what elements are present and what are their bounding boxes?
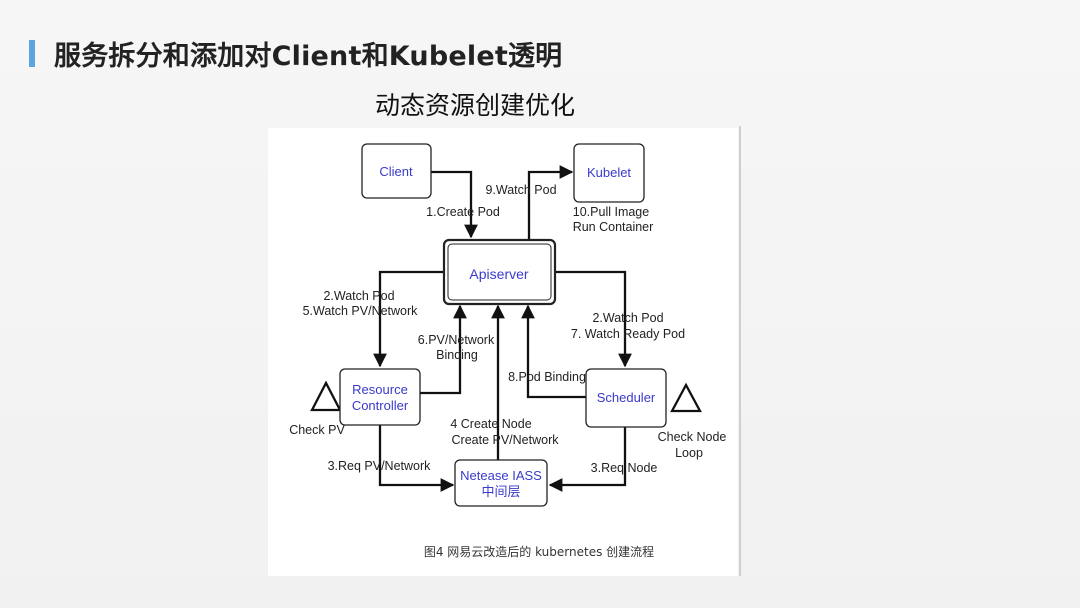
edge-apiserver-rc bbox=[373, 270, 446, 368]
edge-scheduler-iass bbox=[548, 427, 627, 492]
resource-controller-node bbox=[339, 368, 421, 426]
scheduler-label: Scheduler bbox=[597, 390, 656, 405]
label-create-node-2: Create PV/Network bbox=[452, 433, 560, 447]
edge-scheduler-apiserver bbox=[521, 304, 586, 399]
client-node bbox=[361, 143, 432, 199]
client-label: Client bbox=[379, 164, 413, 179]
label-pv-binding-2: Binding bbox=[436, 348, 478, 362]
edge-rc-iass bbox=[378, 425, 455, 492]
label-pull-image-2: Run Container bbox=[573, 220, 654, 234]
title-accent-bar bbox=[29, 40, 35, 67]
label-pull-image-1: 10.Pull Image bbox=[573, 205, 649, 219]
check-node-loop bbox=[670, 382, 702, 413]
netease-iass-node bbox=[454, 459, 548, 507]
figure-caption: 图4 网易云改造后的 kubernetes 创建流程 bbox=[424, 544, 654, 559]
label-watch-pod-kubelet: 9.Watch Pod bbox=[485, 183, 556, 197]
label-check-node-1: Check Node bbox=[658, 430, 727, 444]
resource-controller-label-1: Resource bbox=[352, 382, 408, 397]
scheduler-node bbox=[585, 368, 667, 428]
label-watch-pod-rc-1: 2.Watch Pod bbox=[323, 289, 394, 303]
netease-iass-label-1: Netease IASS bbox=[460, 468, 542, 483]
label-check-pv: Check PV bbox=[289, 423, 345, 437]
label-create-pod: 1.Create Pod bbox=[426, 205, 500, 219]
label-pod-binding: 8.Pod Binding bbox=[508, 370, 586, 384]
apiserver-label: Apiserver bbox=[469, 266, 528, 282]
netease-iass-label-2: 中间层 bbox=[481, 484, 520, 499]
edge-apiserver-kubelet bbox=[527, 165, 574, 240]
label-watch-pod-sched-1: 2.Watch Pod bbox=[592, 311, 663, 325]
label-check-node-2: Loop bbox=[675, 446, 703, 460]
edge-apiserver-scheduler bbox=[554, 270, 632, 368]
apiserver-inner-border bbox=[447, 243, 552, 301]
label-watch-pod-rc-2: 5.Watch PV/Network bbox=[303, 304, 419, 318]
divider-line bbox=[739, 126, 741, 576]
label-req-node: 3.Req Node bbox=[591, 461, 658, 475]
edge-rc-apiserver bbox=[420, 304, 467, 395]
slide-subtitle: 动态资源创建优化 bbox=[375, 91, 576, 120]
label-watch-pod-sched-2: 7. Watch Ready Pod bbox=[571, 327, 685, 341]
label-pv-binding-1: 6.PV/Network bbox=[418, 333, 495, 347]
slide-title: 服务拆分和添加对Client和Kubelet透明 bbox=[54, 41, 563, 72]
check-pv-loop bbox=[310, 380, 342, 412]
edge-client-apiserver bbox=[431, 170, 478, 239]
kubelet-label: Kubelet bbox=[587, 165, 631, 180]
label-req-pv-network: 3.Req PV/Network bbox=[328, 459, 432, 473]
label-create-node-1: 4 Create Node bbox=[450, 417, 531, 431]
kubelet-node bbox=[573, 143, 645, 203]
resource-controller-label-2: Controller bbox=[352, 398, 409, 413]
